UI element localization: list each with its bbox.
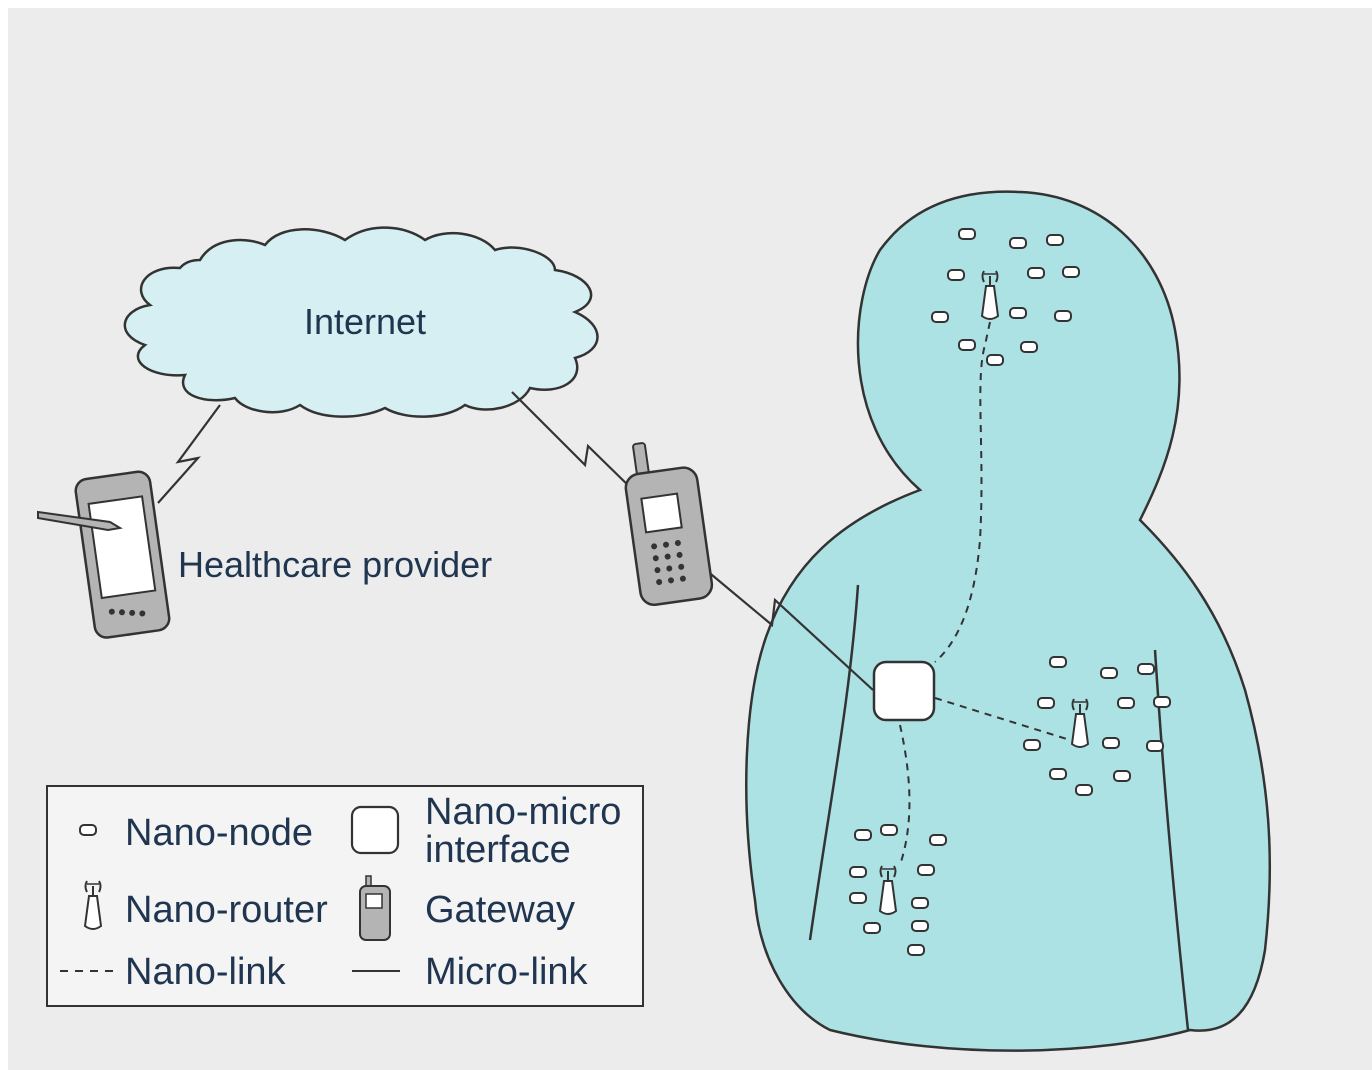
legend-nano-micro-label-line1: Nano-micro <box>425 791 621 833</box>
nano-micro-interface <box>872 660 936 722</box>
nano-link-abdomen <box>899 724 911 866</box>
stylus-icon <box>37 510 123 532</box>
healthcare-provider-label: Healthcare provider <box>178 544 492 585</box>
legend: Nano-node Nano-micro interface Nano-rout… <box>46 785 644 1007</box>
nano-links <box>899 321 1071 866</box>
legend-nano-micro-label-line2: interface <box>425 829 571 871</box>
micro-links <box>157 391 874 691</box>
micro-link-provider-internet <box>157 404 221 504</box>
legend-gateway-label: Gateway <box>425 889 575 931</box>
legend-nano-node-label: Nano-node <box>125 812 313 854</box>
left-arm-line <box>808 584 860 941</box>
legend-nano-node-icon <box>79 824 97 836</box>
micro-link-gateway-interface <box>705 569 874 691</box>
internet-label: Internet <box>304 301 426 342</box>
nano-link-chest <box>934 697 1071 741</box>
micro-link-internet-gateway <box>511 391 636 493</box>
right-arm-line <box>1153 649 1190 1031</box>
gateway-phone <box>624 442 714 607</box>
legend-nano-link-label: Nano-link <box>125 951 287 993</box>
nano-link-head <box>934 321 991 663</box>
internet-cloud: Internet <box>123 226 599 418</box>
human-body <box>745 190 1272 1052</box>
legend-micro-link-label: Micro-link <box>425 951 589 993</box>
legend-interface-icon <box>350 805 400 855</box>
tablet-device <box>37 470 171 639</box>
legend-gateway-icon <box>359 875 391 941</box>
legend-nano-router-label: Nano-router <box>125 889 328 931</box>
